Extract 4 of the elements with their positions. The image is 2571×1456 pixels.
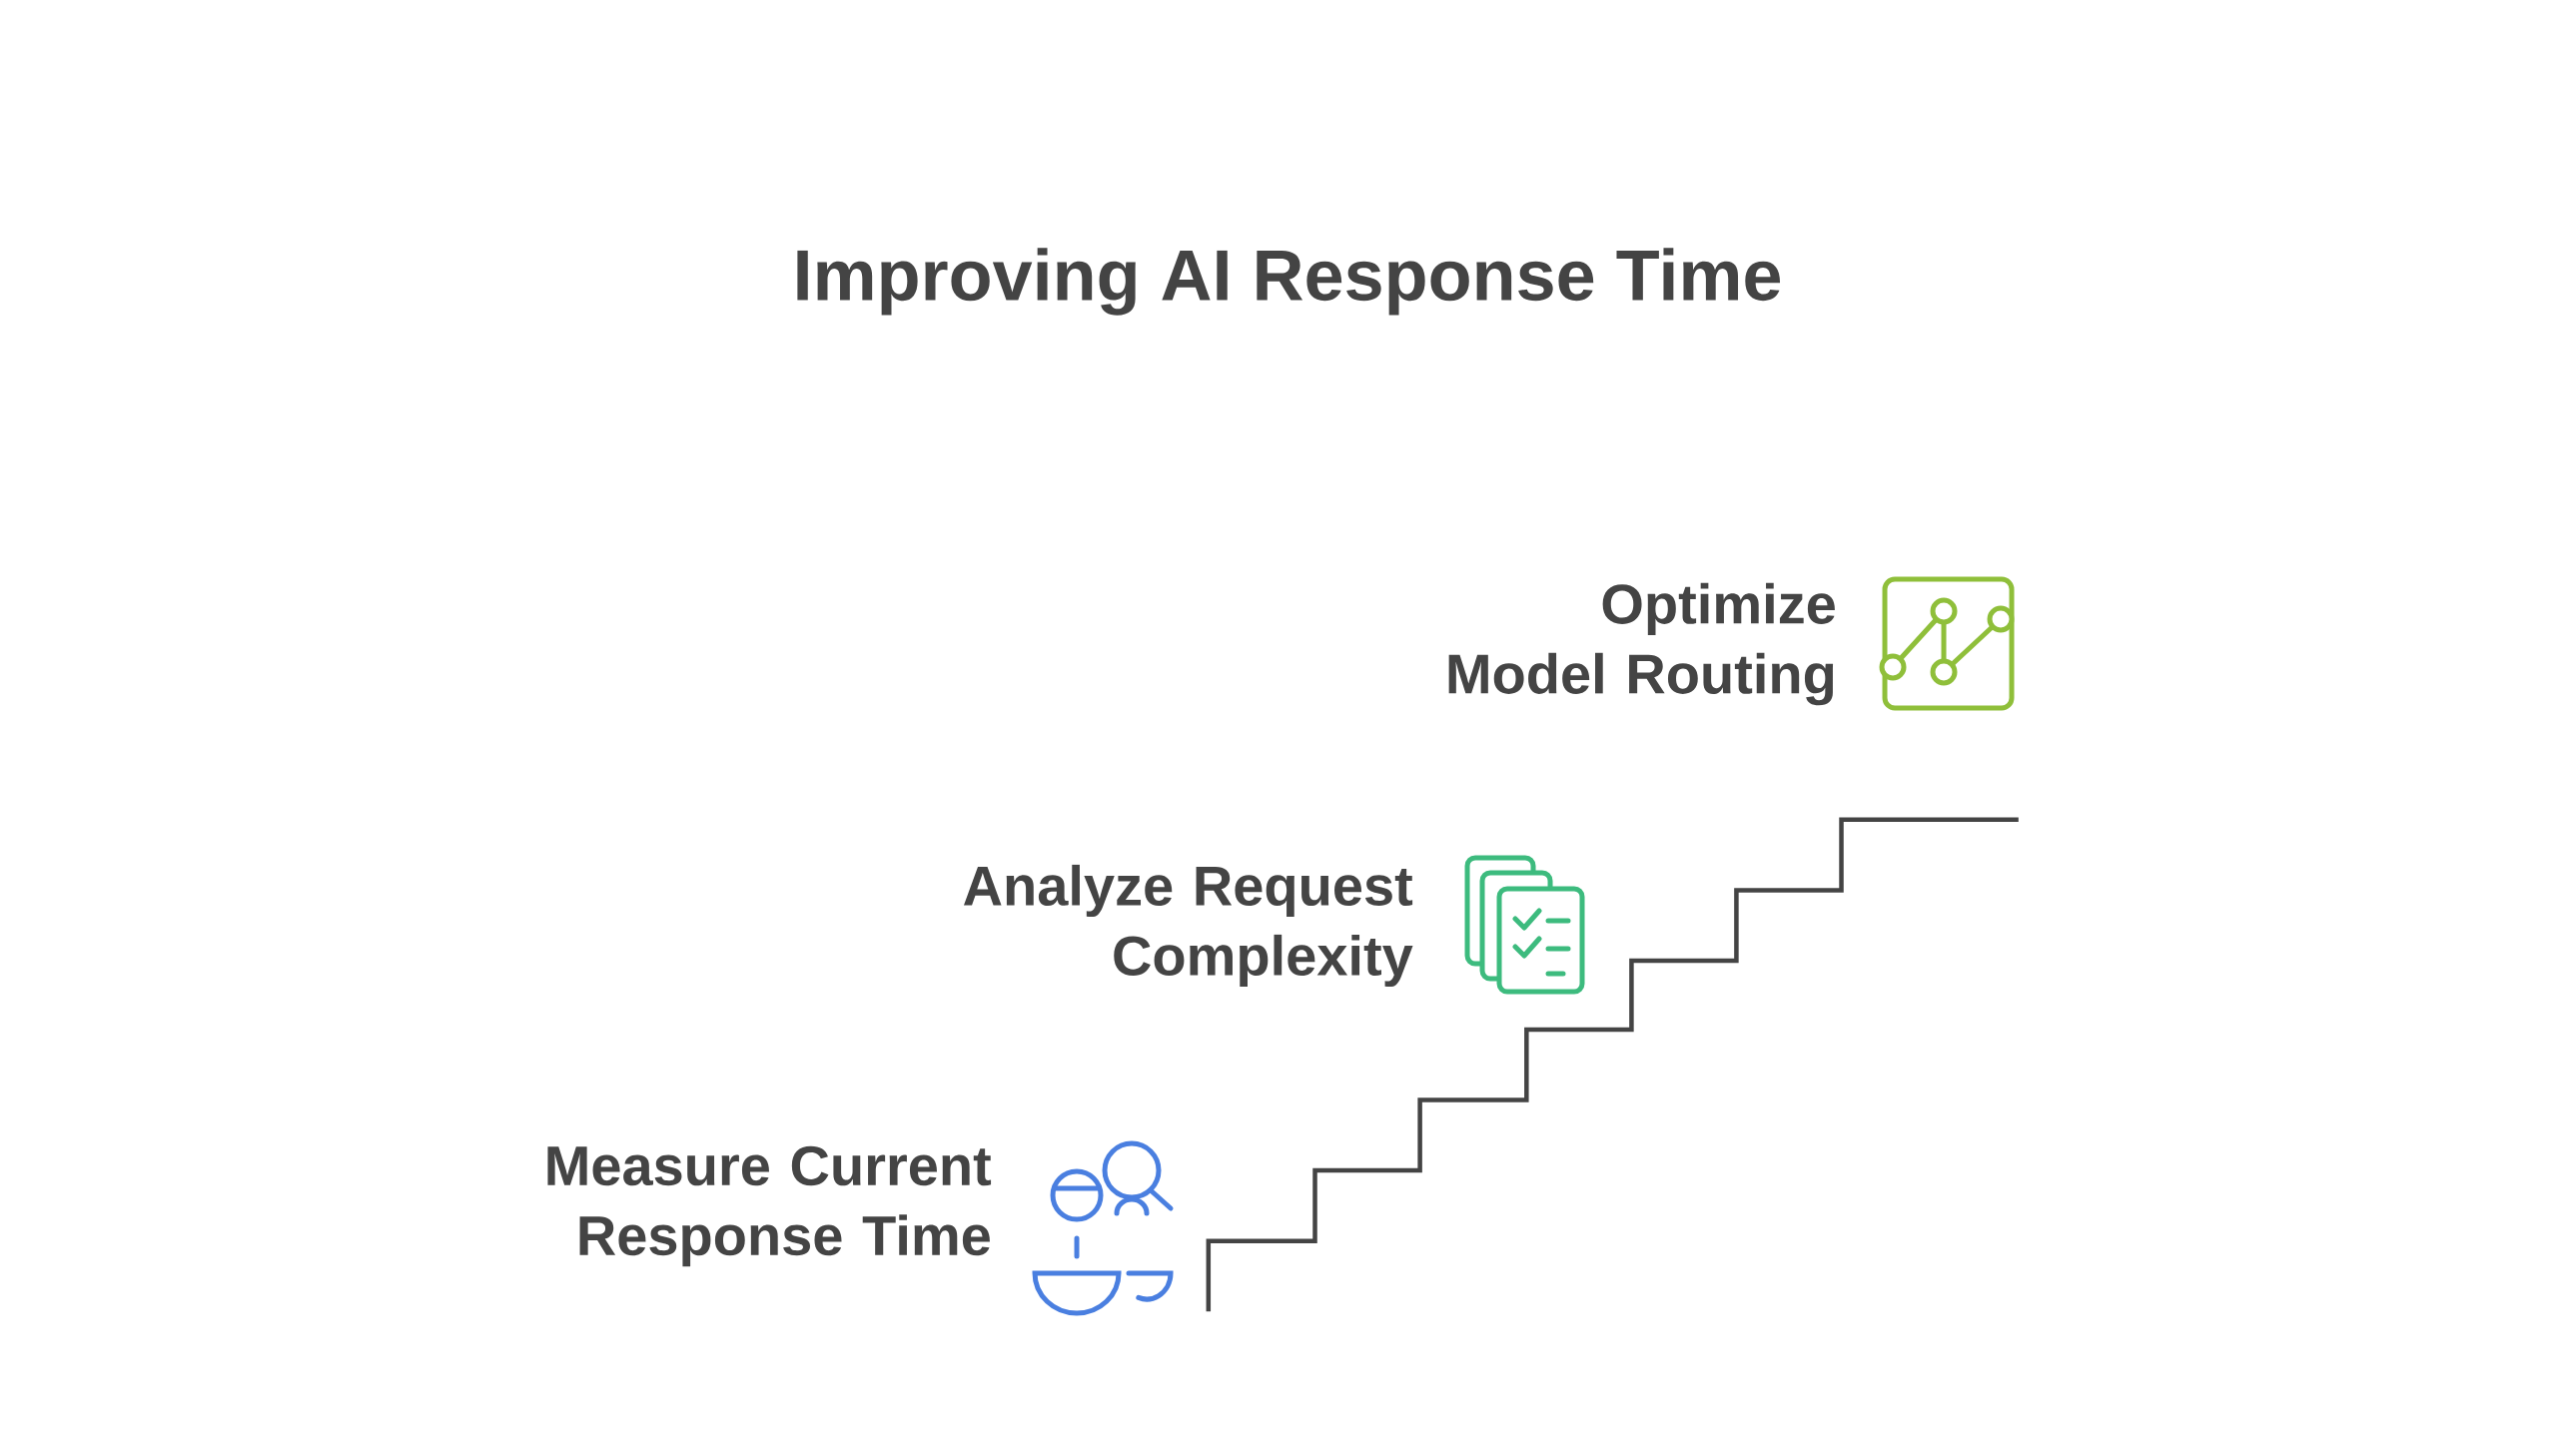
title: Improving AI Response Time <box>797 248 1781 316</box>
step-label: Optimize Model Routing <box>1448 582 1835 706</box>
step-label: Measure Current Response Time <box>547 1145 992 1267</box>
step-label: Analyze Request Complexity <box>963 864 1413 988</box>
